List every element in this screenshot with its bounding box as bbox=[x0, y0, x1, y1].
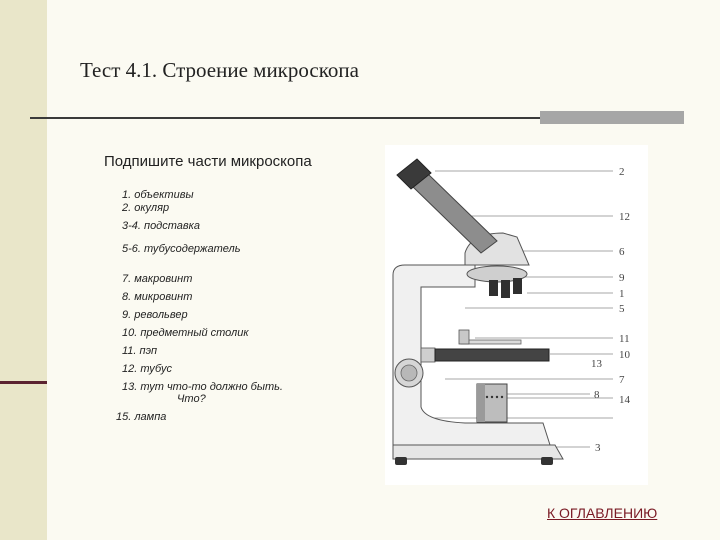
answer-item: 12. тубус bbox=[122, 363, 172, 375]
figure-label: 14 bbox=[619, 394, 631, 406]
microscope-figure: 2 12 6 9 1 5 11 10 13 7 8 14 3 bbox=[385, 145, 648, 485]
slide-clip bbox=[460, 339, 522, 345]
figure-label: 5 bbox=[619, 303, 625, 315]
answer-item: Что? bbox=[177, 393, 206, 405]
objective-2 bbox=[501, 280, 510, 298]
title-divider bbox=[30, 117, 540, 119]
answer-item: 9. револьвер bbox=[122, 309, 188, 321]
eyepiece bbox=[396, 158, 432, 190]
stage-knob bbox=[458, 329, 470, 345]
answer-item: 3-4. подставка bbox=[122, 220, 200, 232]
page-title: Тест 4.1. Строение микроскопа bbox=[80, 58, 359, 82]
figure-label: 12 bbox=[619, 211, 630, 223]
figure-label: 11 bbox=[619, 333, 630, 345]
lamp-holes bbox=[485, 395, 504, 399]
figure-label: 7 bbox=[619, 374, 625, 386]
answer-item: 2. окуляр bbox=[122, 202, 170, 214]
lamp-shade bbox=[477, 384, 485, 422]
base-foot-right bbox=[541, 457, 553, 465]
left-band bbox=[0, 0, 47, 540]
answer-item: 8. микровинт bbox=[122, 291, 193, 303]
answer-item: 1. объективы bbox=[122, 189, 194, 201]
figure-label: 8 bbox=[594, 389, 600, 401]
figure-label: 9 bbox=[619, 272, 625, 284]
objective-1 bbox=[489, 280, 498, 296]
left-accent-bar bbox=[0, 381, 47, 384]
answer-item: 5-6. тубусодержатель bbox=[122, 243, 241, 255]
leader-lines bbox=[425, 170, 613, 448]
objective-3 bbox=[513, 278, 522, 294]
figure-label: 2 bbox=[619, 166, 625, 178]
stage bbox=[434, 348, 550, 362]
answer-item: 7. макровинт bbox=[122, 273, 193, 285]
title-divider-gray bbox=[540, 111, 684, 124]
answer-item: 11. пэп bbox=[122, 345, 158, 357]
answer-item: 10. предметный столик bbox=[122, 327, 249, 339]
stage-bracket bbox=[420, 347, 436, 363]
task-instruction: Подпишите части микроскопа bbox=[104, 153, 312, 170]
table-of-contents-link[interactable]: К ОГЛАВЛЕНИЮ bbox=[547, 505, 658, 521]
answer-item: 15. лампа bbox=[116, 411, 167, 423]
base bbox=[392, 444, 564, 460]
answer-item: 13. тут что-то должно быть. bbox=[122, 381, 283, 393]
base-foot-left bbox=[395, 457, 407, 465]
figure-label: 10 bbox=[619, 349, 631, 361]
fine-focus-knob bbox=[400, 364, 418, 382]
figure-label: 6 bbox=[619, 246, 625, 258]
figure-label: 13 bbox=[591, 358, 603, 370]
figure-label: 1 bbox=[619, 288, 625, 300]
figure-label: 3 bbox=[595, 442, 601, 454]
arm bbox=[392, 264, 551, 446]
